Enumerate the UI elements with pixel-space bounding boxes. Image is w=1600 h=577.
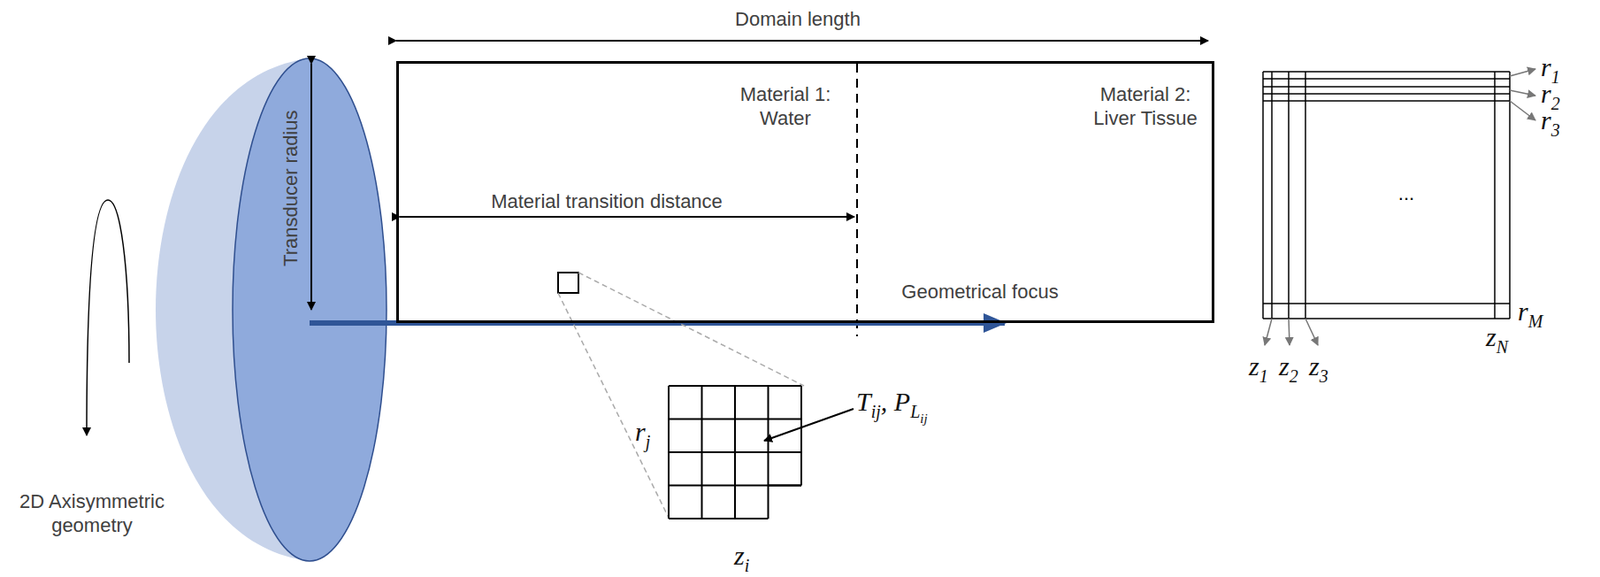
material-interface	[856, 63, 858, 337]
mesh-pointer	[1264, 318, 1272, 345]
symbol: r	[635, 416, 646, 446]
grid-line	[1263, 99, 1510, 102]
subscript: ij	[871, 401, 881, 422]
symbol: z	[1248, 351, 1260, 381]
math-symbol: Tij, PLij	[856, 388, 928, 415]
symbol: z	[1309, 351, 1320, 381]
grid-line	[1508, 71, 1511, 319]
grid-line	[1270, 71, 1273, 319]
grid-line	[1263, 85, 1510, 88]
subscript: 1	[1551, 67, 1561, 87]
symbol: r	[1540, 78, 1552, 108]
grid-line	[1263, 70, 1510, 73]
grid-line	[1493, 71, 1496, 319]
symbol: z	[734, 540, 745, 570]
mesh-grid	[1263, 71, 1510, 319]
material-label: Material 2: Liver Tissue	[1079, 82, 1212, 131]
mesh-pointer	[1305, 318, 1318, 345]
math-symbol: r1	[1540, 53, 1561, 81]
symbol: z	[1278, 351, 1290, 381]
subscript: j	[645, 431, 651, 452]
subscript: L	[910, 401, 920, 422]
grid-line	[734, 385, 736, 519]
math-symbol: r3	[1540, 107, 1561, 134]
dimension-label: Domain length	[734, 7, 861, 32]
grid-line	[768, 484, 803, 487]
focus-label: Geometrical focus	[898, 279, 1061, 305]
grid-line	[1263, 317, 1510, 320]
grid-line	[800, 385, 803, 486]
sample-cell	[558, 272, 579, 293]
grid-line	[1263, 77, 1510, 80]
ellipsis-label: ...	[1398, 181, 1415, 207]
math-symbol: rM	[1517, 298, 1543, 325]
zoom-line	[578, 272, 804, 386]
cell-pointer	[764, 408, 854, 441]
subscript: 2	[1551, 93, 1561, 114]
rotation-arrow	[86, 199, 130, 436]
dimension-label: Transducer radius	[278, 110, 304, 267]
math-symbol: z2	[1278, 352, 1299, 380]
subscript: N	[1496, 336, 1509, 357]
symbol: r	[1540, 105, 1552, 135]
zoom-grid	[668, 385, 802, 519]
subscript: 2	[1289, 366, 1299, 386]
mesh-pointer	[1509, 68, 1536, 77]
grid-line	[668, 484, 802, 487]
simulation-domain: Material 1: Water Material 2: Liver Tissu…	[396, 61, 1215, 323]
subscript: ij	[919, 411, 927, 426]
mesh-pointer	[1288, 318, 1290, 345]
material-label: Material 1: Water	[727, 82, 843, 131]
math-symbol: z3	[1309, 352, 1329, 380]
subscript: 1	[1259, 366, 1269, 386]
grid-line	[668, 517, 769, 520]
grid-line	[1263, 302, 1510, 305]
grid-line	[1263, 92, 1510, 95]
dimension-label: Material transition distance	[488, 189, 726, 215]
geometry-label: 2D Axisymmetric geometry	[7, 489, 177, 538]
subscript: 3	[1551, 120, 1561, 140]
symbol: r	[1540, 52, 1552, 82]
mesh-pointer	[1509, 100, 1536, 121]
zoom-line	[558, 292, 669, 518]
math-symbol: rj	[635, 418, 651, 445]
symbol: z	[1485, 321, 1497, 352]
subscript: 3	[1319, 366, 1329, 386]
grid-line	[1262, 71, 1264, 319]
radius-arrow	[310, 63, 313, 310]
grid-line	[1304, 71, 1307, 319]
math-symbol: zN	[1485, 323, 1509, 351]
symbol: r	[1517, 296, 1529, 326]
subscript: i	[744, 555, 751, 575]
subscript: M	[1528, 311, 1544, 331]
transition-arrow	[399, 215, 855, 218]
transducer-face	[232, 58, 387, 561]
symbol: T	[856, 386, 872, 416]
length-arrow	[396, 39, 1209, 42]
math-symbol: r2	[1540, 80, 1561, 108]
math-symbol: z1	[1248, 352, 1269, 380]
grid-line	[1287, 71, 1290, 319]
symbol: , P	[880, 386, 911, 416]
grid-line	[767, 385, 770, 519]
math-symbol: zi	[734, 542, 750, 569]
mesh-pointer	[1509, 90, 1536, 96]
